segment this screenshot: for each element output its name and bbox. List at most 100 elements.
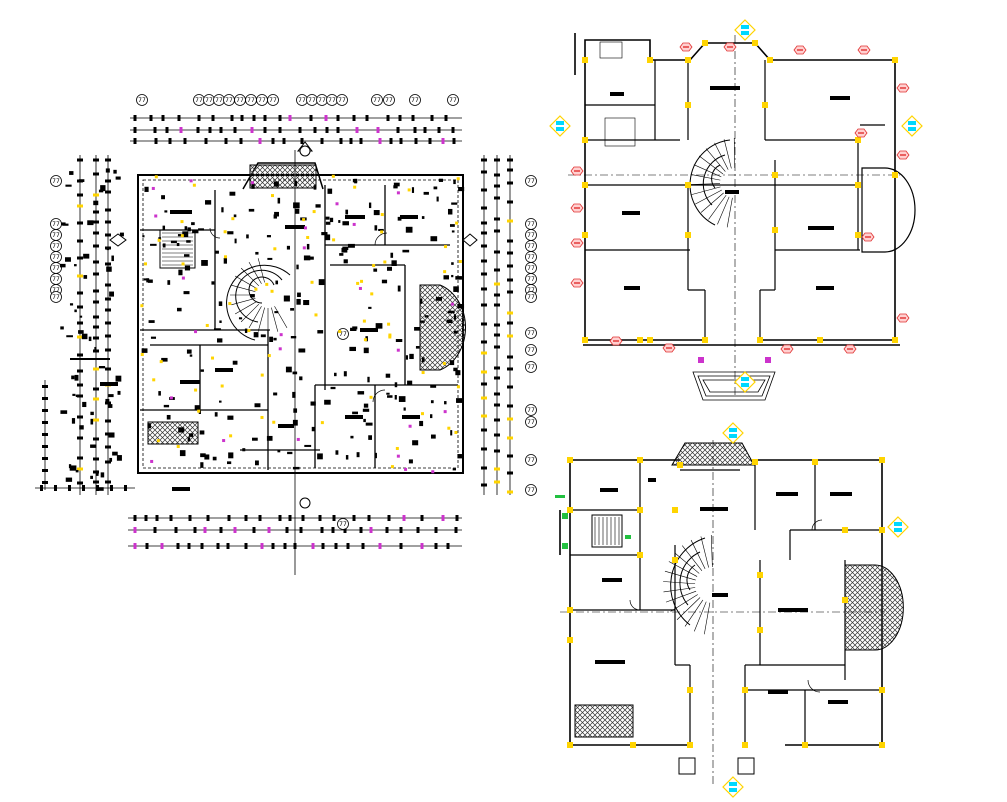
room-label-block xyxy=(278,424,294,428)
stair-tread xyxy=(698,155,724,175)
annotation-mark xyxy=(147,423,151,429)
annotation-mark xyxy=(254,403,261,408)
dimension-tick xyxy=(396,127,400,133)
column-marker xyxy=(197,409,201,413)
annotation-mark xyxy=(423,191,429,195)
dimension-tick xyxy=(313,127,317,133)
annotation-mark xyxy=(65,184,72,187)
section-marker-outline xyxy=(887,516,909,538)
dimension-tick xyxy=(165,127,169,133)
column-marker xyxy=(331,174,335,178)
dimension-tick xyxy=(507,158,513,162)
column-marker xyxy=(270,194,274,198)
small-stair xyxy=(599,41,636,147)
annotation-mark xyxy=(419,298,423,304)
column-marker xyxy=(443,410,447,414)
annotation-mark xyxy=(78,330,84,334)
green-marker xyxy=(562,543,568,549)
dimension-tick xyxy=(494,392,500,396)
grid-bubble: 77 xyxy=(136,94,148,106)
column-marker xyxy=(567,507,573,513)
stair-tread xyxy=(676,597,701,620)
dimension-tick xyxy=(507,264,513,268)
dimension-tick xyxy=(105,321,111,325)
dimension-tick xyxy=(144,515,148,521)
column-marker xyxy=(421,371,425,375)
annotation-mark xyxy=(436,196,439,202)
dimension-tick xyxy=(260,543,264,549)
dimension-tick xyxy=(93,397,99,401)
annotation-mark xyxy=(273,337,277,341)
section-marker-outline xyxy=(549,115,571,137)
annotation-mark xyxy=(112,451,118,456)
annotation-mark xyxy=(117,390,121,395)
annotation-mark xyxy=(430,400,434,404)
section-marker-east xyxy=(462,233,478,247)
column-marker xyxy=(879,742,885,748)
dimension-tick xyxy=(481,206,487,210)
annotation-mark xyxy=(386,266,392,271)
column-marker xyxy=(892,57,898,63)
annotation-mark xyxy=(294,208,300,214)
column-marker xyxy=(222,439,226,443)
dimension-tick xyxy=(219,527,223,533)
annotation-mark xyxy=(287,451,293,455)
column-marker xyxy=(228,302,232,306)
dimension-tick xyxy=(93,244,99,248)
dimension-tick xyxy=(77,291,83,295)
annotation-mark xyxy=(362,408,370,412)
dimension-tick xyxy=(149,115,153,121)
level-tag-bar xyxy=(847,348,853,350)
dimension-tick xyxy=(288,515,292,521)
grid-bubble-label: 77 xyxy=(205,97,213,104)
dimension-tick xyxy=(77,335,83,339)
column-marker xyxy=(338,330,342,334)
dimension-tick xyxy=(216,543,220,549)
column-marker xyxy=(181,276,185,280)
annotation-mark xyxy=(293,202,300,209)
dimension-tick xyxy=(105,334,111,338)
dimension-tick xyxy=(507,181,513,185)
section-marker xyxy=(722,776,744,798)
grid-bubble: 77 xyxy=(50,229,62,241)
grid-bubble: 77 xyxy=(223,94,235,106)
grid-bubble: 77 xyxy=(525,218,537,230)
dimension-tick xyxy=(507,321,513,325)
section-marker xyxy=(734,19,756,41)
stair-tread xyxy=(708,194,727,220)
stair-tread xyxy=(257,258,265,283)
annotation-mark xyxy=(306,243,310,250)
dimension-tick xyxy=(494,229,500,233)
grid-bubble-label: 77 xyxy=(138,97,146,104)
room-label-block xyxy=(830,96,850,100)
annotation-mark xyxy=(189,354,193,357)
dimension-tick xyxy=(320,138,324,144)
stair-tread xyxy=(693,601,707,632)
grid-bubble: 77 xyxy=(525,344,537,356)
dimension-tick xyxy=(133,115,137,121)
dimension-tick xyxy=(494,268,500,272)
annotation-mark xyxy=(65,257,71,262)
annotation-mark xyxy=(106,246,110,251)
annotation-mark xyxy=(189,433,194,437)
dimension-tick xyxy=(300,138,304,144)
annotation-mark xyxy=(345,455,349,460)
annotation-mark xyxy=(285,366,292,373)
annotation-mark xyxy=(352,326,358,330)
column-marker xyxy=(757,572,763,578)
green-marker xyxy=(555,495,565,498)
dimension-tick xyxy=(444,115,448,121)
annotation-mark xyxy=(324,234,331,241)
annotation-mark xyxy=(403,407,406,411)
grid-bubble-label: 77 xyxy=(247,97,255,104)
dimension-tick xyxy=(359,138,363,144)
annotation-mark xyxy=(74,374,79,381)
bay-window-hatch xyxy=(844,564,904,651)
annotation-mark xyxy=(108,404,113,408)
column-marker xyxy=(388,333,392,337)
column-marker xyxy=(892,172,898,178)
section-marker-outline xyxy=(722,776,744,798)
green-marker xyxy=(625,535,631,539)
annotation-mark xyxy=(317,453,323,460)
stair-tread xyxy=(700,536,709,568)
